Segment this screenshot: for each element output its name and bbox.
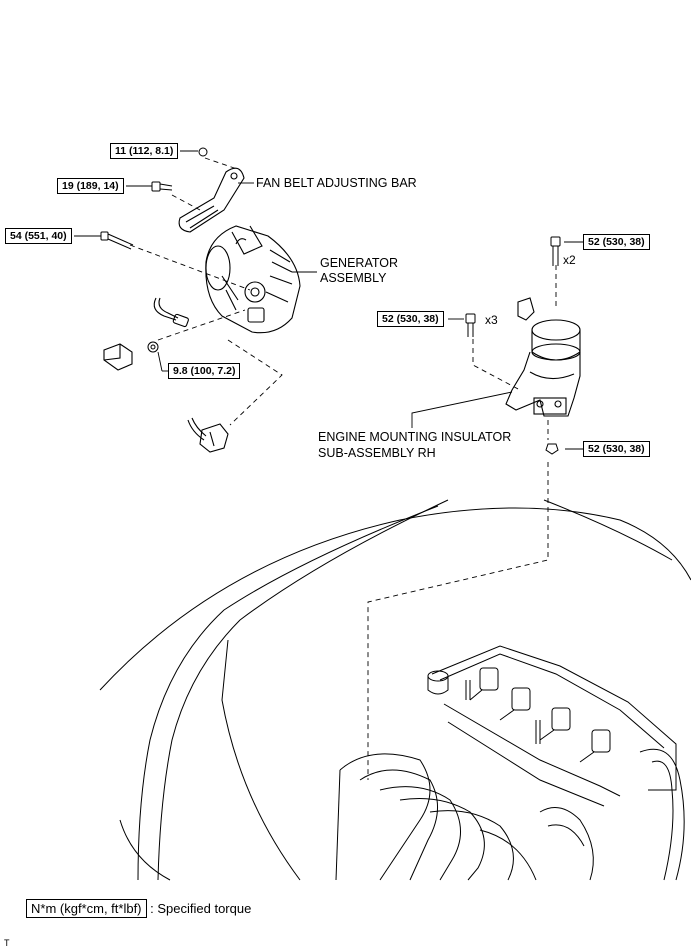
quantity-side-bolt: x3 [485, 313, 498, 327]
quantity-top-bolt: x2 [563, 253, 576, 267]
label-generator-line1: GENERATOR [320, 256, 399, 270]
torque-spec-insulator-top-bolt: 52 (530, 38) [583, 234, 650, 250]
torque-spec-insulator-bottom-nut: 52 (530, 38) [583, 441, 650, 457]
label-fan-belt-adjusting-bar: FAN BELT ADJUSTING BAR [256, 176, 417, 190]
label-generator-line2: ASSEMBLY [320, 271, 387, 285]
generator-shape [205, 225, 301, 334]
label-insulator-line1: ENGINE MOUNTING INSULATOR [318, 430, 512, 444]
legend-unit-box: N*m (kgf*cm, ft*lbf) [26, 899, 147, 918]
wire-harness-shapes [103, 297, 229, 453]
legend-description: : Specified torque [150, 901, 252, 916]
fasteners [100, 147, 561, 455]
torque-legend: N*m (kgf*cm, ft*lbf) : Specified torque [26, 899, 251, 918]
engine-compartment-shape [99, 499, 691, 881]
torque-spec-adjusting-bar-nut: 11 (112, 8.1) [110, 143, 179, 159]
torque-spec-generator-bolt: 54 (551, 40) [5, 228, 72, 244]
dashed-alignment-lines [129, 157, 557, 780]
torque-spec-terminal-nut: 9.8 (100, 7.2) [168, 363, 241, 379]
engine-mounting-insulator-shape [505, 297, 581, 417]
footnote-mark: T [4, 938, 10, 948]
torque-spec-insulator-side-bolt: 52 (530, 38) [377, 311, 444, 327]
torque-spec-adjusting-bar-bolt: 19 (189, 14) [57, 178, 124, 194]
fan-belt-adjusting-bar-shape [178, 167, 245, 233]
leader-lines [74, 150, 583, 450]
label-insulator-line2: SUB-ASSEMBLY RH [318, 446, 436, 460]
